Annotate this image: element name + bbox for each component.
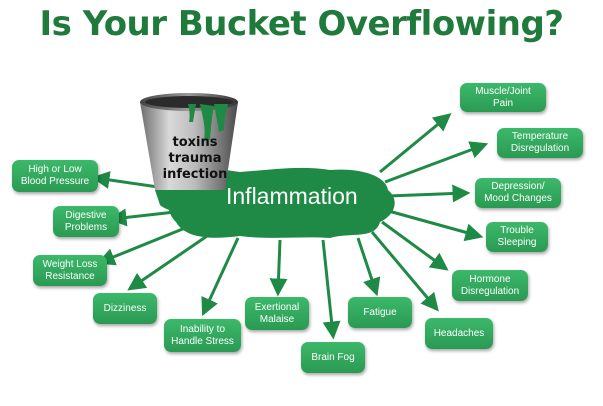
symptom-weight-loss-resistance: Weight Loss Resistance <box>33 255 107 286</box>
arrow-to-b4 <box>381 220 449 271</box>
arrow-to-b5 <box>370 231 439 312</box>
arrow-to-b7 <box>321 239 341 340</box>
page-title: Is Your Bucket Overflowing? <box>39 4 564 44</box>
symptom-temperature-disregulation: Temperature Disregulation <box>497 128 583 158</box>
arrow-to-b6 <box>356 237 381 297</box>
bucket-icon <box>140 93 238 214</box>
arrow-to-b0 <box>379 113 452 174</box>
arrow-to-b9 <box>201 237 240 317</box>
symptom-inability-to-handle-stress: Inability to Handle Stress <box>164 319 241 352</box>
arrow-to-b8 <box>269 239 288 297</box>
bucket-line: infection <box>162 167 228 182</box>
symptom-high-low-blood-pressure: High or Low Blood Pressure <box>12 160 98 192</box>
inflammation-label: Inflammation <box>226 183 358 209</box>
arrow-to-b13 <box>91 171 166 190</box>
symptom-digestive-problems: Digestive Problems <box>53 206 119 237</box>
symptom-depression-mood-changes: Depression/ Mood Changes <box>475 178 561 208</box>
symptom-fatigue: Fatigue <box>348 297 412 328</box>
symptom-brain-fog: Brain Fog <box>301 342 365 373</box>
arrow-to-b3 <box>384 208 484 242</box>
bucket-line: toxins <box>172 135 218 150</box>
symptom-trouble-sleeping: Trouble Sleeping <box>486 222 548 252</box>
symptom-muscle-joint-pain: Muscle/Joint Pain <box>460 83 546 112</box>
arrow-to-b10 <box>127 232 211 291</box>
arrow-to-b12 <box>108 208 176 227</box>
arrows-group <box>91 113 489 340</box>
bucket-label: toxins trauma infection <box>150 135 240 183</box>
arrow-to-b1 <box>384 141 489 184</box>
arrow-to-b2 <box>387 184 471 203</box>
symptom-headaches: Headaches <box>425 318 493 349</box>
symptom-hormone-disregulation: Hormone Disregulation <box>452 270 528 301</box>
symptom-exertional-malaise: Exertional Malaise <box>245 297 309 330</box>
bucket-line: trauma <box>168 151 222 166</box>
symptom-dizziness: Dizziness <box>93 293 157 324</box>
arrow-to-b11 <box>96 224 191 266</box>
